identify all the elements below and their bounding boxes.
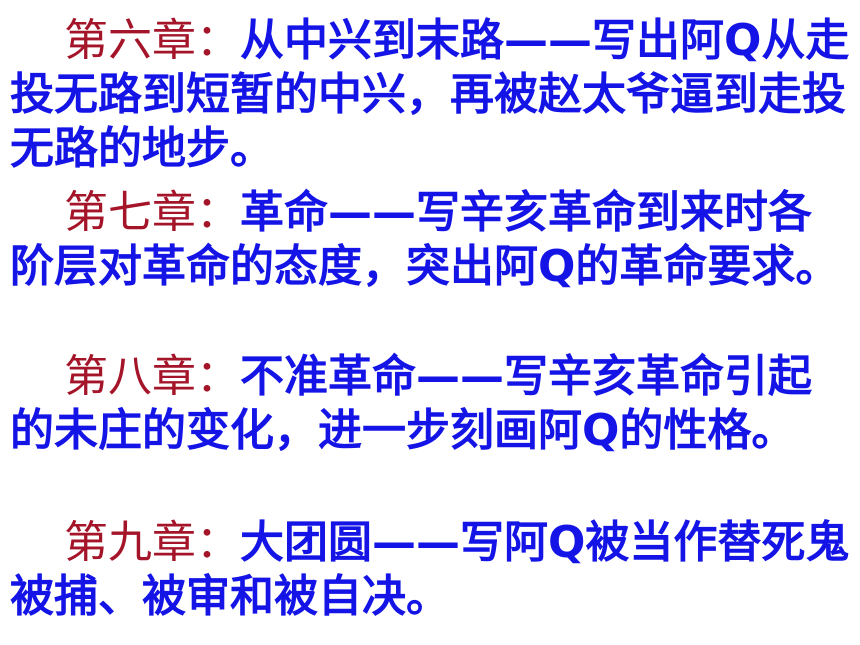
- chapter-8-text: 不准革命——写辛亥革命引起的未庄的变化，进一步刻画阿Q的性格。: [10, 351, 812, 456]
- chapter-6-text: 从中兴到末路——写出阿Q从走投无路到短暂的中兴，再被赵太爷逼到走投无路的地步。: [10, 15, 850, 174]
- chapter-7-heading: 第七章：: [64, 187, 240, 238]
- chapter-7-text: 革命——写辛亥革命到来时各阶层对革命的态度，突出阿Q的革命要求。: [10, 187, 840, 292]
- chapter-7-paragraph: 第七章：革命——写辛亥革命到来时各阶层对革命的态度，突出阿Q的革命要求。: [10, 186, 850, 294]
- chapter-9-paragraph: 第九章：大团圆——写阿Q被当作替死鬼被捕、被审和被自决。: [10, 516, 850, 624]
- chapter-6-heading: 第六章：: [64, 15, 240, 66]
- chapter-8-heading: 第八章：: [64, 351, 240, 402]
- chapter-6-paragraph: 第六章：从中兴到末路——写出阿Q从走投无路到短暂的中兴，再被赵太爷逼到走投无路的…: [10, 14, 850, 176]
- chapter-9-text: 大团圆——写阿Q被当作替死鬼被捕、被审和被自决。: [10, 517, 850, 622]
- chapter-9-heading: 第九章：: [64, 517, 240, 568]
- chapter-8-paragraph: 第八章：不准革命——写辛亥革命引起的未庄的变化，进一步刻画阿Q的性格。: [10, 350, 850, 458]
